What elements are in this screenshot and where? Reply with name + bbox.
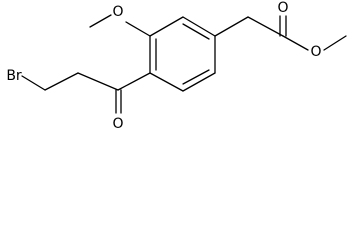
bond-c-c-chain-2 <box>77 72 119 91</box>
bond-group <box>21 14 347 114</box>
ester-oxygen-label: O <box>310 44 321 60</box>
bond-br-c <box>21 75 46 91</box>
bond-ring-5-inner <box>182 69 210 85</box>
bond-carbonyl-o-ester <box>282 35 309 51</box>
bond-ring-6 <box>149 72 184 92</box>
bond-o-methyl <box>89 14 112 28</box>
bromine-label: Br <box>6 68 22 84</box>
atom-labels: Br O O O O <box>6 0 321 132</box>
bond-ring-5 <box>182 72 216 92</box>
methoxy-oxygen-label: O <box>112 4 123 20</box>
bond-ch2-carbonyl <box>247 16 284 37</box>
bond-c-c-chain-1 <box>44 72 79 91</box>
bond-c-ring <box>117 72 151 91</box>
carbonyl-oxygen-label: O <box>277 0 288 16</box>
chemical-structure: Br O O O O <box>6 0 347 132</box>
bond-ring-3 <box>182 16 216 37</box>
bond-o-ester-methyl <box>323 35 347 51</box>
bond-ring-3-inner <box>182 23 210 40</box>
ketone-oxygen-label: O <box>112 116 123 132</box>
bond-ring-2 <box>149 16 184 37</box>
bond-ring-o-methoxy <box>125 21 151 37</box>
bond-ring-ch2 <box>214 16 249 37</box>
